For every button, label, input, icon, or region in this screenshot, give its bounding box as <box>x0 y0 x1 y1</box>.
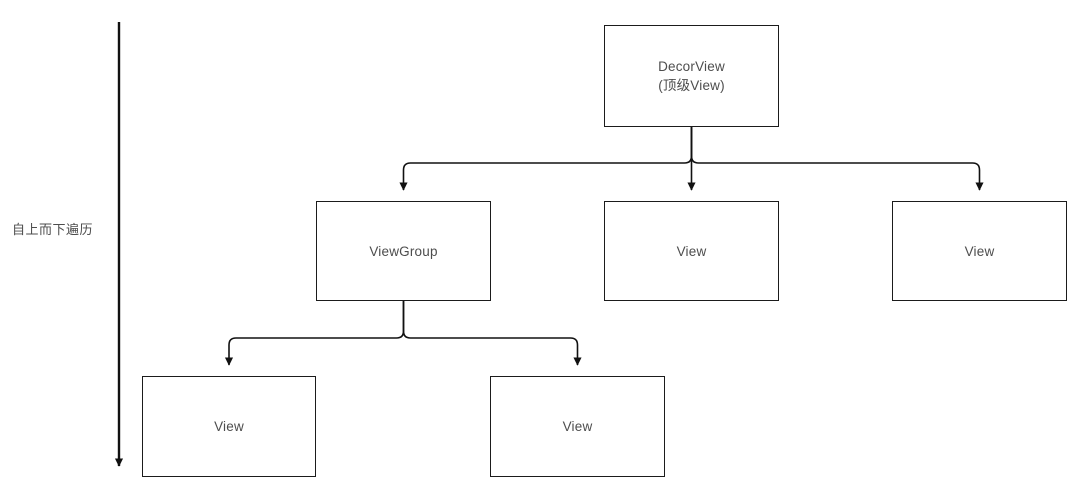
node-view-leaf-right[interactable]: View <box>490 376 665 477</box>
node-viewgroup-label: ViewGroup <box>369 243 438 259</box>
node-decorview-label: DecorView <box>658 59 725 74</box>
node-view-leaf-left-label: View <box>214 419 244 434</box>
node-view-center[interactable]: View <box>604 201 779 301</box>
traversal-axis-label: 自上而下遍历 <box>12 222 94 237</box>
node-decorview-sublabel: (顶级View) <box>658 78 725 93</box>
node-viewgroup[interactable]: ViewGroup <box>316 201 491 301</box>
node-view-right-label: View <box>964 243 995 259</box>
edge-decorview-to-viewgroup <box>399 127 693 191</box>
node-view-center-label: View <box>676 243 707 259</box>
edge-viewgroup-to-view-leaf-left <box>224 301 405 366</box>
node-view-leaf-left[interactable]: View <box>142 376 316 477</box>
edge-decorview-to-view-right <box>690 127 984 191</box>
node-view-right[interactable]: View <box>892 201 1067 301</box>
edge-viewgroup-to-view-leaf-right <box>402 301 582 366</box>
node-decorview[interactable]: DecorView (顶级View) <box>604 25 779 127</box>
node-view-leaf-right-label: View <box>562 419 593 434</box>
